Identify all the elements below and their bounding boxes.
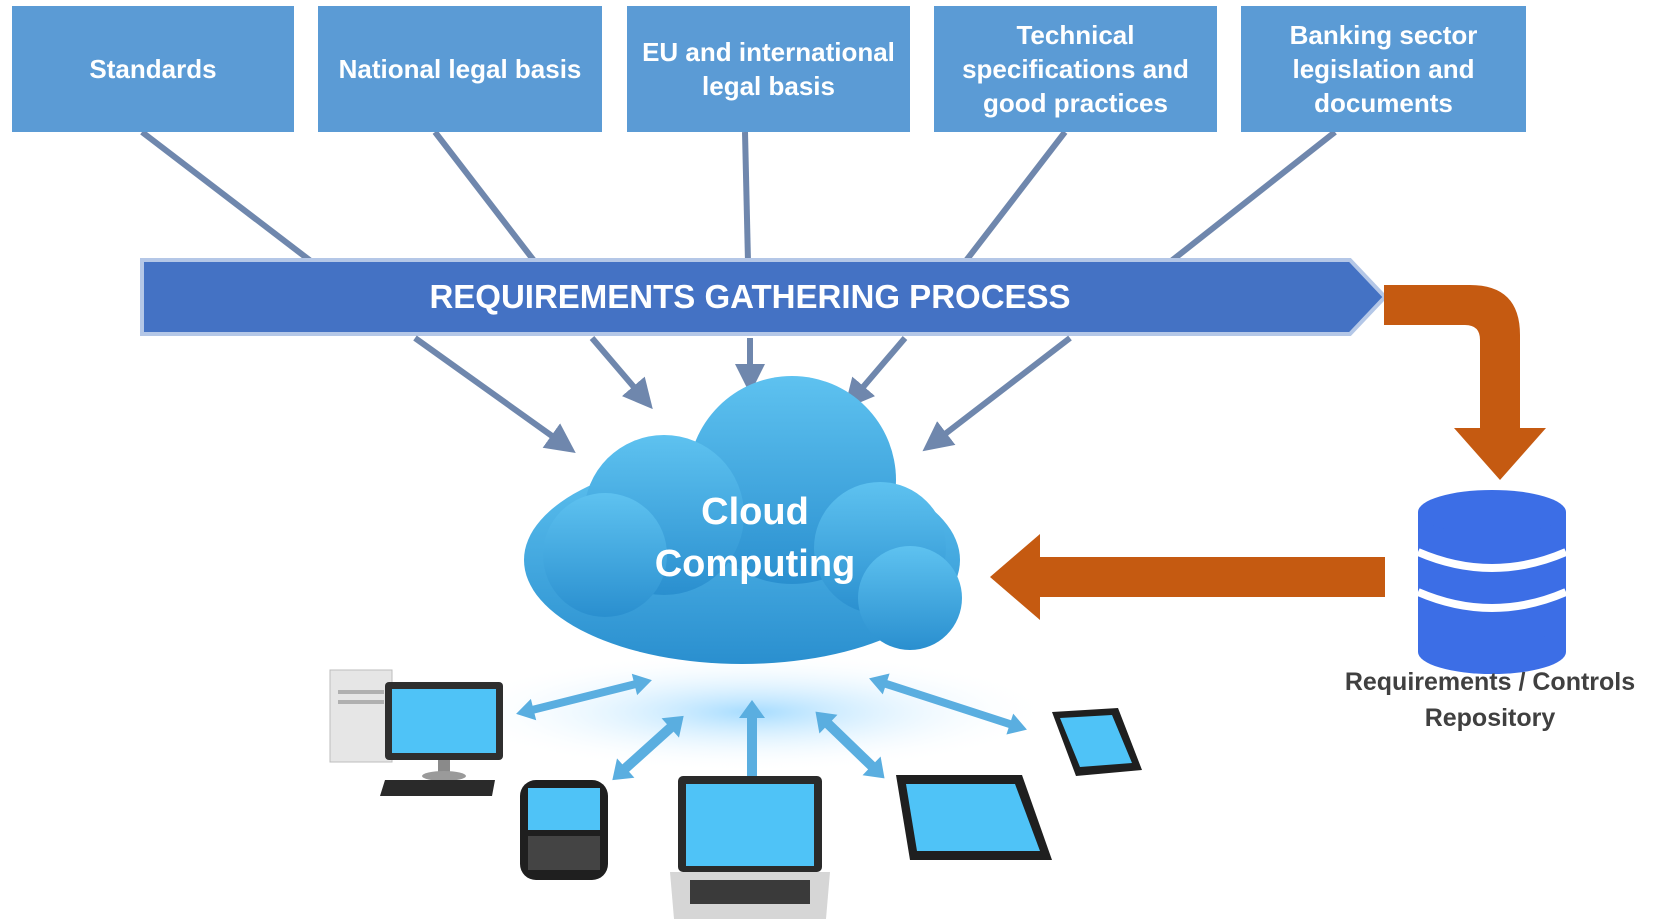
source-label-line: legal basis [702, 71, 835, 101]
connector-national [432, 130, 538, 264]
repository-label-line1: Requirements / Controls [1344, 668, 1636, 696]
process-to-cloud-arrows [413, 335, 1072, 453]
double-arrow-smartphone [869, 673, 1027, 735]
connector-technical [962, 130, 1068, 264]
source-box-standards: Standards [12, 6, 294, 132]
process-label: REQUIREMENTS GATHERING PROCESS [429, 278, 1071, 315]
cloud-label-line2: Computing [654, 543, 856, 585]
source-box-banking-sector: Banking sector legislation and documents [1241, 6, 1526, 132]
source-label-line: National legal basis [338, 54, 582, 84]
laptop-icon [670, 776, 830, 919]
double-arrow-laptop [739, 700, 765, 796]
cloud-icon [524, 376, 962, 664]
smartphone-icon [1052, 708, 1142, 776]
source-box-technical-specifications: Technical specifications and good practi… [934, 6, 1217, 132]
database-icon [1416, 490, 1568, 674]
double-arrow-tablet [815, 711, 885, 779]
process-to-repository-arrow [1384, 285, 1546, 480]
source-box-eu-international-legal-basis: EU and international legal basis [627, 6, 910, 132]
device-arrows [516, 673, 1027, 796]
source-label-line: good practices [983, 88, 1168, 118]
source-box-national-legal-basis: National legal basis [318, 6, 602, 132]
smartphone-keyboard-icon [520, 780, 608, 880]
requirements-gathering-banner [140, 258, 1388, 336]
connector-standards [140, 129, 314, 265]
arrow-into-cloud-2 [589, 336, 653, 410]
repository-label-line2: Repository [1424, 704, 1556, 732]
double-arrow-desktop [516, 673, 652, 721]
repository-label: Requirements / Controls Repository [1330, 664, 1650, 736]
source-label-line: specifications and [962, 54, 1189, 84]
source-label-line: Technical [1016, 20, 1135, 50]
tablet-icon [896, 775, 1052, 860]
arrow-into-cloud-1 [413, 335, 576, 453]
source-label-line: Banking sector [1289, 20, 1478, 50]
connector-banking [1168, 129, 1337, 265]
repository-to-cloud-arrow [990, 534, 1385, 620]
source-label-line: documents [1314, 88, 1453, 118]
source-label-line: Standards [89, 54, 217, 84]
cloud-label-line1: Cloud [701, 491, 809, 533]
arrow-into-cloud-4 [844, 336, 908, 410]
arrow-into-cloud-5 [922, 335, 1072, 452]
double-arrow-phone [612, 715, 684, 781]
source-label-line: EU and international [642, 37, 895, 67]
box-to-process-connectors [140, 129, 1337, 265]
connector-eu [742, 131, 751, 263]
source-label-line: legislation and [1292, 54, 1475, 84]
desktop-computer-icon [329, 669, 503, 796]
cloud-label: Cloud Computing [560, 486, 950, 590]
